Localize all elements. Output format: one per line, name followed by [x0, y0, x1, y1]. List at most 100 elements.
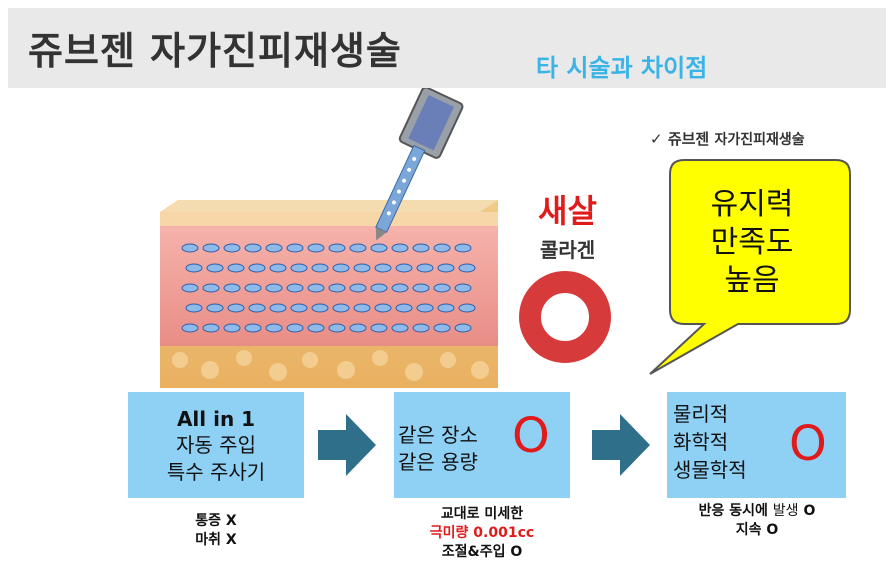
skin-cell-icon [308, 284, 324, 292]
skin-cell-icon [291, 264, 307, 272]
caption-line: 지속 O [660, 521, 854, 540]
arrow-right-icon [592, 414, 650, 476]
skin-cell-icon [375, 264, 391, 272]
skin-cell-icon [392, 284, 408, 292]
box3-o-mark: O [789, 416, 827, 472]
skin-cell-icon [207, 264, 223, 272]
box1-line: 특수 주사기 [128, 459, 304, 486]
page-subtitle: 타 시술과 차이점 [536, 48, 707, 83]
skin-cell-icon [438, 304, 454, 312]
skin-cell-icon [182, 244, 198, 252]
caption-dose-line: 극미량 0.001cc [394, 524, 570, 543]
skin-cell-icon [413, 284, 429, 292]
skin-cell-icon [434, 324, 450, 332]
skin-cell-icon [434, 284, 450, 292]
skin-cell-icon [308, 244, 324, 252]
box2-line: 같은 장소 [398, 422, 478, 449]
bubble-text: 유지력 만족도 높음 [668, 186, 836, 300]
injector-needle-illustration [340, 88, 480, 248]
box3-line: 화학적 [673, 428, 747, 456]
skin-cell-icon [186, 264, 202, 272]
skin-cell-icon [396, 264, 412, 272]
check-icon: ✓ [650, 130, 663, 148]
skin-cell-icon [287, 244, 303, 252]
caption-part: O [803, 503, 815, 519]
new-skin-label: 새살 [538, 186, 597, 232]
skin-cell-icon [224, 284, 240, 292]
box3-line: 생물학적 [673, 456, 747, 484]
collagen-ring-icon [518, 270, 612, 364]
page-title: 쥬브젠 자가진피재생술 [28, 20, 402, 75]
feature-box-reactions: 물리적 화학적 생물학적 O [667, 392, 846, 498]
arrow-right-icon [318, 414, 376, 476]
bubble-line: 유지력 [668, 186, 836, 224]
caption-line: 반응 동시에 발생 O [660, 502, 854, 521]
skin-cell-icon [417, 304, 433, 312]
skin-cell-icon [333, 304, 349, 312]
skin-cell-icon [329, 324, 345, 332]
skin-cell-icon [417, 264, 433, 272]
skin-cell-icon [308, 324, 324, 332]
skin-cell-icon [245, 244, 261, 252]
box1-caption: 통증 X 마취 X [128, 512, 304, 550]
check-text: 자가진피재생술 [714, 132, 804, 148]
skin-cell-icon [312, 264, 328, 272]
skin-cell-icon [266, 324, 282, 332]
skin-cell-icon [354, 304, 370, 312]
caption-line: 조절&주입 O [394, 543, 570, 562]
box1-heading: All in 1 [128, 406, 304, 432]
skin-cell-icon [350, 324, 366, 332]
skin-cell-icon [459, 264, 475, 272]
feature-box-same-spot: 같은 장소 같은 용량 O [394, 392, 570, 498]
caption-line: 통증 X [128, 512, 304, 531]
skin-cell-icon [329, 284, 345, 292]
feature-box-all-in-one: All in 1 자동 주입 특수 주사기 [128, 392, 304, 498]
skin-cell-icon [371, 284, 387, 292]
skin-cell-icon [228, 304, 244, 312]
skin-cell-icon [333, 264, 349, 272]
skin-cell-icon [203, 244, 219, 252]
skin-cell-icon [392, 324, 408, 332]
skin-cell-icon [396, 304, 412, 312]
caption-part: 반응 동시에 [699, 503, 768, 519]
skin-cell-icon [207, 304, 223, 312]
skin-cell-icon [291, 304, 307, 312]
skin-cell-icon [270, 304, 286, 312]
check-label: ✓ 쥬브젠 자가진피재생술 [650, 128, 805, 149]
skin-cell-icon [224, 324, 240, 332]
skin-cell-icon [182, 324, 198, 332]
box2-caption: 교대로 미세한 극미량 0.001cc 조절&주입 O [394, 505, 570, 562]
skin-cell-icon [245, 324, 261, 332]
skin-cell-icon [249, 304, 265, 312]
check-brand: 쥬브젠 [668, 130, 709, 148]
bubble-line: 만족도 [668, 224, 836, 262]
skin-cell-icon [203, 284, 219, 292]
skin-cell-icon [270, 264, 286, 272]
skin-cell-icon [186, 304, 202, 312]
skin-cell-icon [371, 324, 387, 332]
skin-cell-icon [413, 324, 429, 332]
caption-line: 마취 X [128, 531, 304, 550]
skin-cell-icon [182, 284, 198, 292]
skin-cell-icon [350, 284, 366, 292]
box3-caption: 반응 동시에 발생 O 지속 O [660, 502, 854, 540]
skin-cell-icon [459, 304, 475, 312]
box2-o-mark: O [512, 408, 550, 464]
skin-cell-icon [266, 284, 282, 292]
collagen-label: 콜라겐 [540, 234, 595, 263]
skin-cell-icon [312, 304, 328, 312]
skin-cell-icon [249, 264, 265, 272]
skin-cell-icon [455, 324, 471, 332]
skin-cell-icon [245, 284, 261, 292]
box3-line: 물리적 [673, 400, 747, 428]
skin-cell-icon [438, 264, 454, 272]
skin-cell-icon [228, 264, 244, 272]
skin-cell-icon [287, 324, 303, 332]
skin-cell-icon [224, 244, 240, 252]
caption-line: 교대로 미세한 [394, 505, 570, 524]
box2-line: 같은 용량 [398, 449, 478, 476]
skin-cell-icon [203, 324, 219, 332]
caption-part: 발생 [773, 503, 799, 519]
bubble-line: 높음 [668, 262, 836, 300]
skin-cell-icon [266, 244, 282, 252]
